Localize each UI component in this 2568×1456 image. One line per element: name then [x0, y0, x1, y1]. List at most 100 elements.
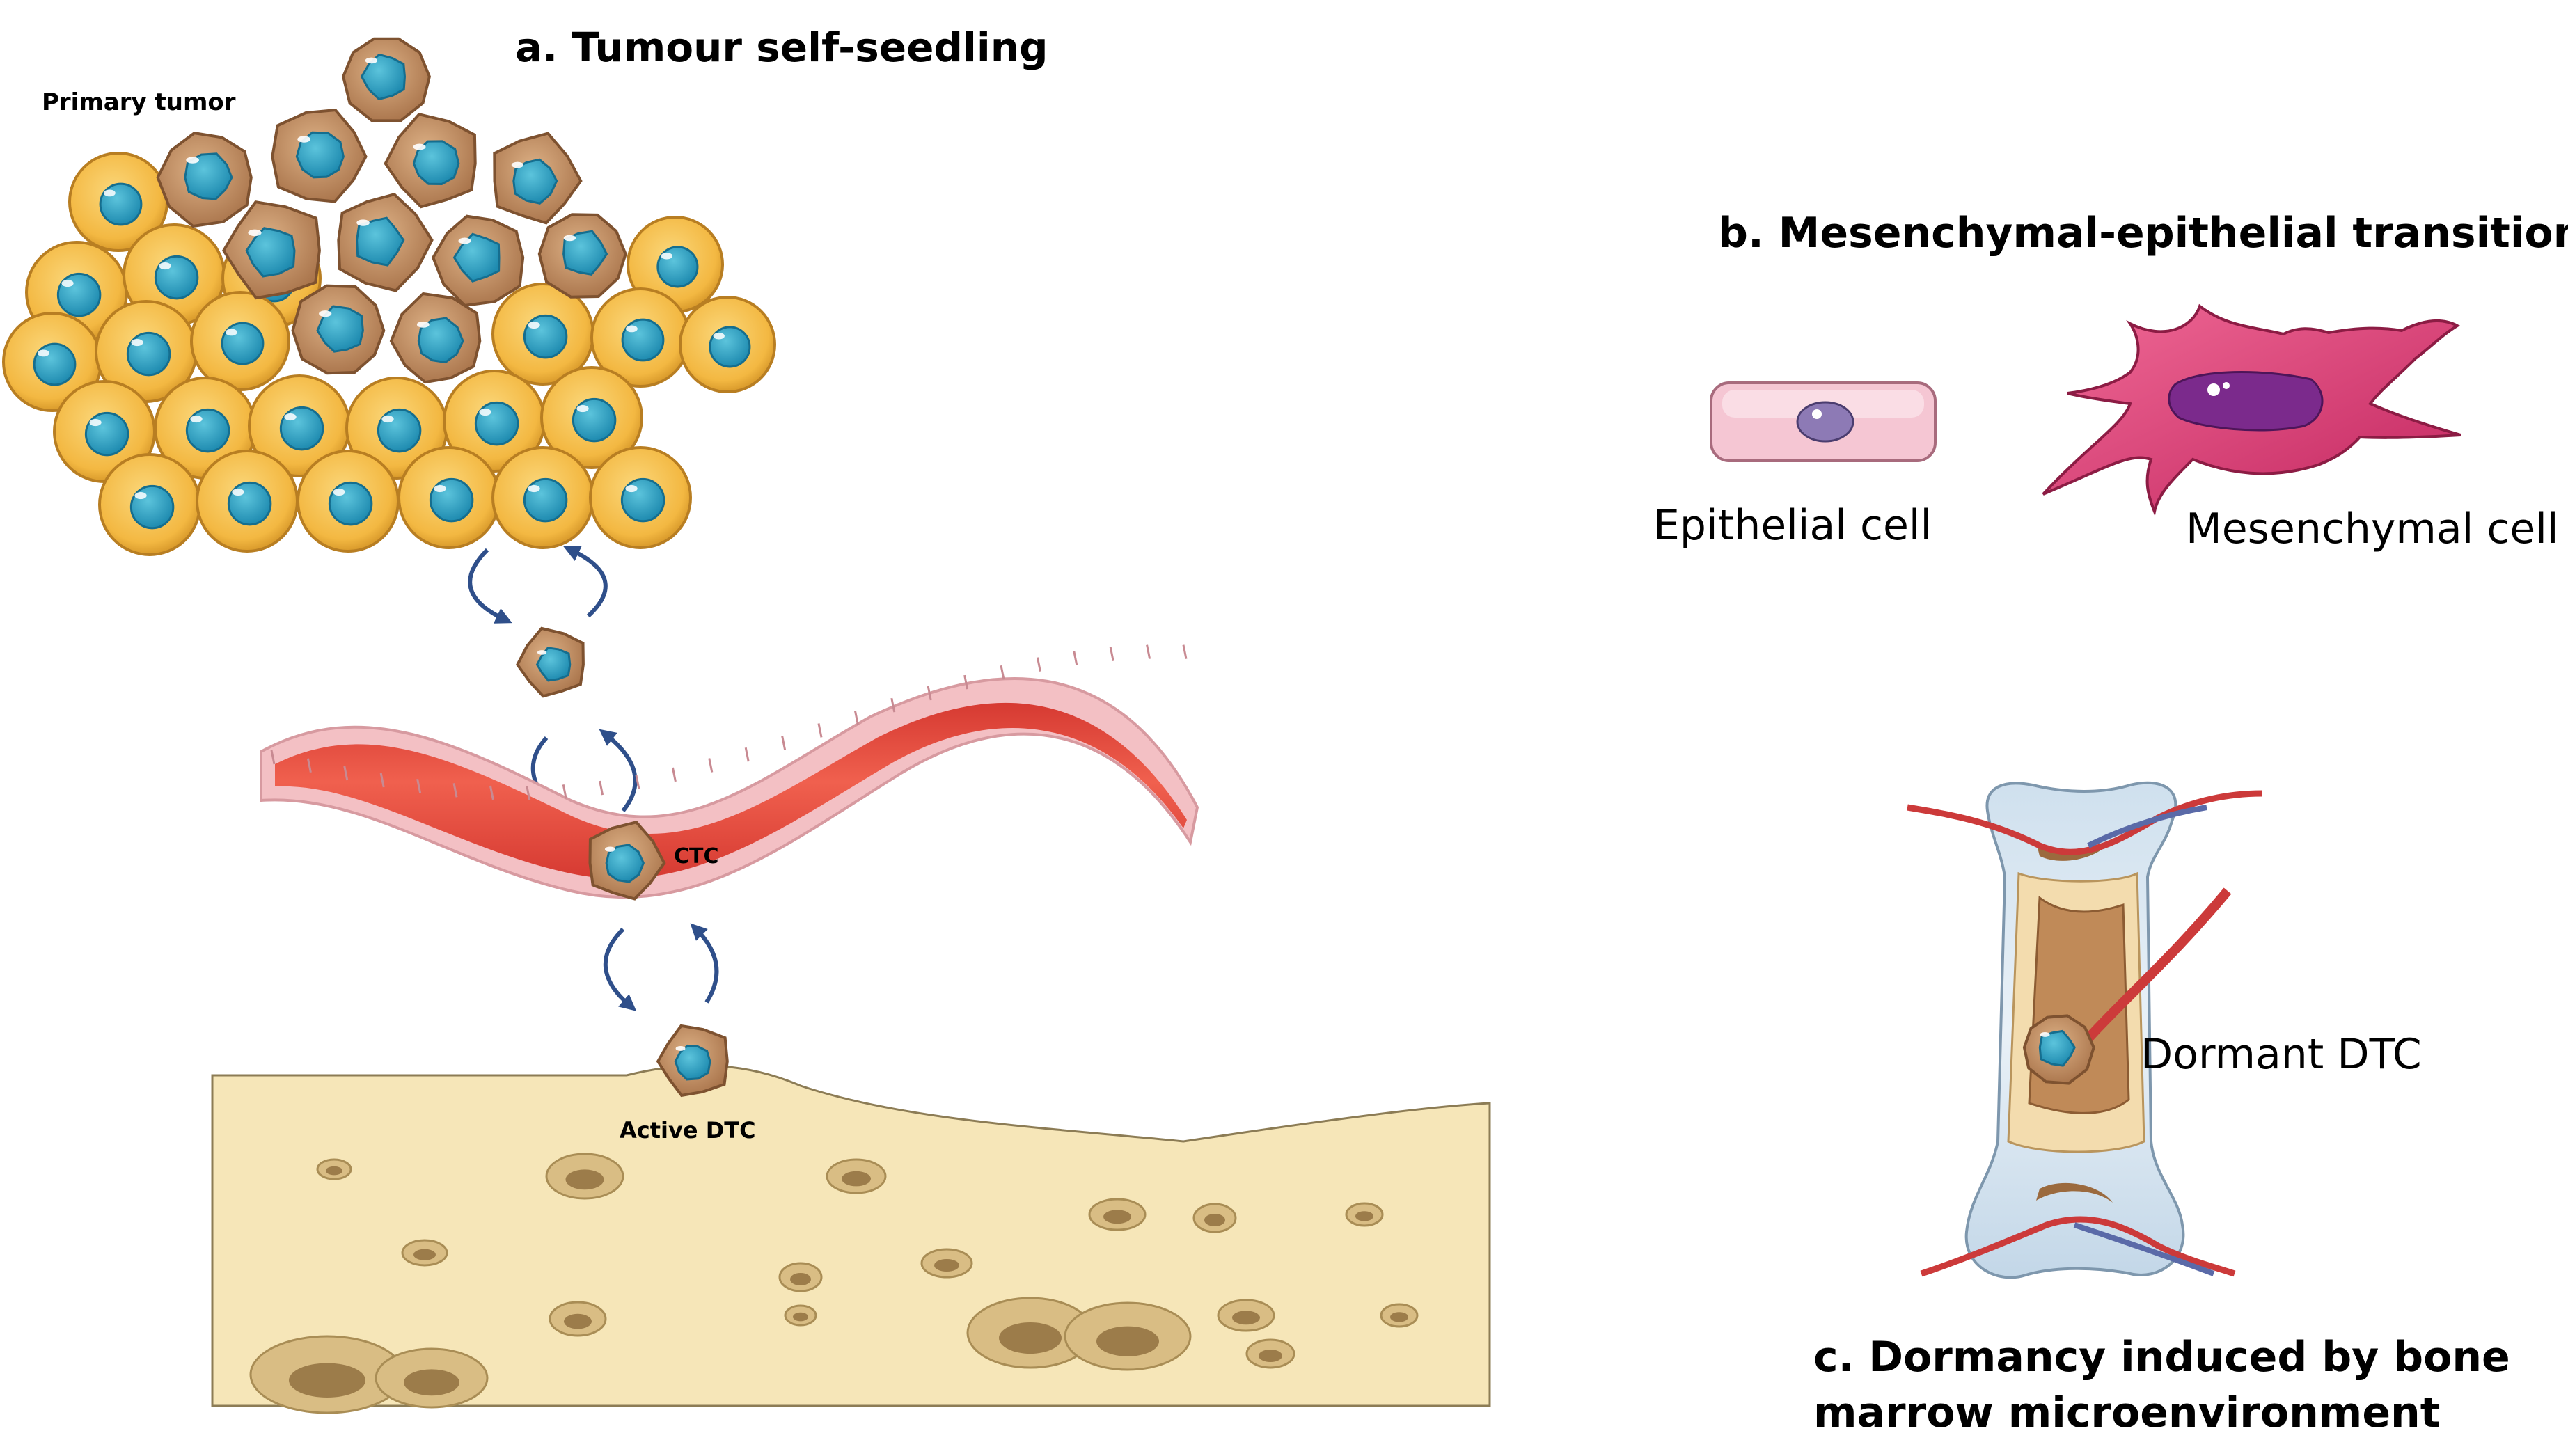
lacuna-core — [1390, 1312, 1408, 1322]
cell-nucleus — [185, 408, 230, 453]
nucleus-highlight — [89, 419, 102, 427]
vessel-wall-segment — [1000, 665, 1005, 680]
tissue-lacunae — [249, 1153, 1419, 1414]
cell-nucleus — [572, 397, 617, 443]
cell-highlight — [416, 321, 430, 328]
cell-nucleus — [126, 331, 171, 377]
nucleus-highlight — [38, 349, 49, 357]
vessel-wall-segment — [963, 674, 969, 690]
nucleus-highlight — [528, 485, 540, 493]
vessel-wall-segment — [526, 786, 531, 800]
tumor-nucleus — [184, 152, 233, 200]
lacuna-core — [1355, 1211, 1373, 1221]
cell-highlight — [458, 237, 471, 244]
nucleus-highlight — [61, 280, 74, 287]
nucleus-highlight — [131, 339, 143, 347]
epithelial-cell-label: Epithelial cell — [1653, 501, 1932, 550]
dormant-dtc-cell — [2022, 1014, 2095, 1085]
panel-c-title-line2: marrow microenvironment — [1813, 1388, 2440, 1437]
tumor-nucleus — [412, 140, 460, 186]
vessel-wall-segment — [635, 775, 640, 790]
epithelial-cell — [1710, 381, 1937, 462]
vessel-wall-segment — [306, 758, 312, 773]
cell-nucleus — [377, 408, 422, 453]
migrating-tumor-cells — [515, 626, 729, 1098]
blood-vessel — [260, 644, 1199, 899]
nucleus-highlight — [104, 189, 116, 197]
vessel-wall-segment — [1073, 651, 1078, 666]
mesenchymal-nucleus — [2168, 371, 2324, 432]
lacuna-core — [564, 1313, 592, 1329]
nucleus-highlight — [576, 405, 589, 413]
vessel-wall-segment — [671, 767, 677, 782]
panel-b-title: b. Mesenchymal-epithelial transition — [1718, 209, 2568, 258]
nucleus-highlight — [2207, 383, 2220, 396]
bone-vessel-artery — [1907, 790, 2263, 855]
cell-highlight — [511, 161, 524, 168]
nucleus-highlight — [232, 489, 244, 496]
cell-nucleus — [621, 318, 665, 362]
lacuna-core — [790, 1273, 811, 1285]
vessel-wall-segment — [489, 785, 494, 800]
ctc-label: CTC — [674, 844, 719, 869]
vessel-wall-segments — [270, 644, 1188, 800]
cell-highlight — [537, 650, 547, 655]
cycle-arrow — [603, 927, 637, 1011]
nucleus-highlight — [2223, 382, 2230, 389]
lacuna-core — [326, 1166, 342, 1176]
cell-nucleus — [154, 255, 199, 300]
cell-nucleus — [99, 182, 143, 226]
bone — [1907, 781, 2263, 1279]
nucleus-highlight — [626, 325, 638, 333]
vessel-wall-segment — [890, 697, 896, 713]
tumor-nucleus — [356, 216, 405, 267]
cell-highlight — [297, 136, 310, 143]
tumor-nucleus — [316, 305, 364, 353]
tumor-nucleus — [562, 230, 608, 276]
nucleus-highlight — [1812, 409, 1822, 419]
vessel-wall-segment — [343, 766, 349, 781]
vessel-lumen — [275, 702, 1187, 879]
bone-vessel-artery — [1920, 1216, 2236, 1277]
lacuna-core — [793, 1312, 808, 1322]
lacuna-core — [1103, 1210, 1131, 1224]
vessel-wall-segment — [379, 773, 385, 788]
active-dtc-label: Active DTC — [620, 1117, 756, 1144]
vessel-wall-segment — [452, 783, 458, 798]
cell-nucleus — [429, 477, 474, 523]
vessel-wall-segment — [708, 758, 714, 773]
cell-nucleus — [656, 246, 699, 288]
cell-nucleus — [620, 477, 665, 523]
cell-highlight — [319, 310, 332, 317]
vessel-wall-segment — [599, 780, 604, 796]
cell-highlight — [248, 229, 262, 237]
panel-a-title: a. Tumour self-seedling — [515, 24, 1048, 71]
nucleus-highlight — [528, 322, 540, 329]
nucleus-highlight — [381, 416, 394, 423]
nucleus-highlight — [661, 253, 672, 260]
lacuna-core — [1204, 1214, 1225, 1226]
vessel-wall-segment — [817, 723, 823, 738]
cell-highlight — [675, 1045, 686, 1051]
lacuna-core — [404, 1369, 459, 1396]
cell-nucleus — [523, 477, 568, 523]
vessel-wall-segment — [927, 686, 932, 701]
cell-nucleus — [523, 314, 568, 359]
primary-tumor-cluster — [2, 37, 776, 556]
tumor-nucleus — [417, 317, 464, 364]
mesenchymal-cell — [2042, 303, 2461, 516]
vessel-wall-segment — [1036, 657, 1041, 672]
tumor-nucleus — [245, 227, 296, 278]
nucleus-highlight — [159, 262, 171, 270]
tumor-nucleus — [605, 844, 645, 883]
cell-highlight — [2040, 1031, 2050, 1037]
cell-nucleus — [227, 481, 272, 526]
primary-tumor-label: Primary tumor — [42, 88, 236, 116]
cell-nucleus — [221, 322, 265, 365]
lacuna-core — [1232, 1311, 1260, 1325]
tumor-nucleus — [360, 53, 407, 101]
epiphysis-marrow — [2036, 1182, 2113, 1203]
tumor-nucleus — [674, 1044, 711, 1081]
lacuna-core — [842, 1171, 871, 1187]
cell-nucleus — [474, 401, 519, 446]
